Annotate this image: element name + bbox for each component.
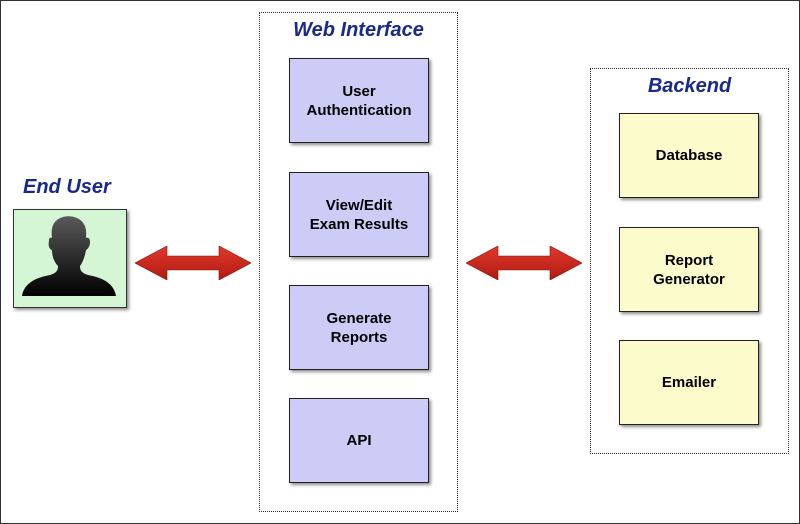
end-user-box [13,209,127,308]
user-silhouette-icon [22,216,116,296]
web-interface-title: Web Interface [293,19,424,41]
database-box: Database [619,113,759,198]
double-arrow-icon [135,246,251,280]
double-arrow-icon [466,246,582,280]
api-box: API [289,398,429,483]
user-authentication-box: User Authentication [289,58,429,143]
report-generator-box: Report Generator [619,227,759,312]
generate-reports-box: Generate Reports [289,285,429,370]
backend-group [590,68,789,454]
emailer-box: Emailer [619,340,759,425]
end-user-title: End User [23,176,111,198]
backend-title: Backend [647,75,732,97]
view-edit-exam-results-box: View/Edit Exam Results [289,172,429,257]
web-interface-group [259,12,458,512]
